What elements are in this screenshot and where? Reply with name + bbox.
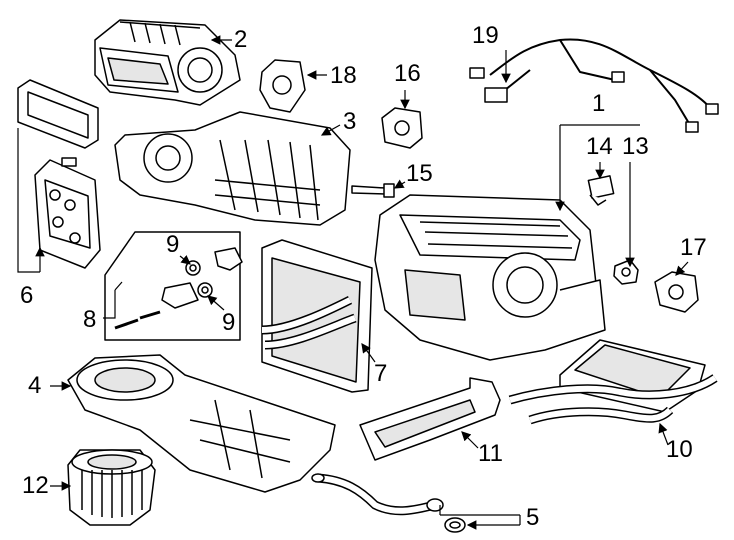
callout-19: 19 (472, 22, 499, 49)
callout-3: 3 (343, 108, 357, 135)
callout-5: 5 (526, 504, 540, 531)
leader-lines (17, 35, 689, 530)
callout-18: 18 (330, 62, 357, 89)
part-11-duct (359, 377, 501, 461)
callout-9-top: 9 (166, 231, 180, 258)
part-7-evaporator (261, 239, 373, 393)
part-19-connectors (469, 67, 719, 133)
part-5-seal (444, 517, 466, 533)
part-2-upper-case (94, 19, 241, 106)
part-12-blower-motor (67, 449, 156, 526)
part-19-wiring-harness (489, 38, 713, 126)
part-13-sensor (613, 259, 639, 285)
callout-13: 13 (622, 133, 649, 160)
part-4-lower-case (67, 354, 336, 493)
part-14-sensor (587, 175, 615, 206)
callout-15: 15 (406, 160, 433, 187)
part-5-drain-hose (311, 473, 444, 516)
callout-12: 12 (22, 472, 49, 499)
part-16-actuator (381, 107, 423, 149)
part-6-filter (34, 157, 101, 269)
callout-1: 1 (592, 90, 606, 117)
callout-2: 2 (234, 26, 248, 53)
part-15-sensor (351, 183, 395, 198)
part-10-heater-core (508, 339, 718, 425)
callout-4: 4 (28, 372, 42, 399)
part-8-9-kit (104, 231, 243, 341)
part-1-hvac-assembly (374, 194, 606, 361)
callout-7: 7 (374, 360, 388, 387)
part-3-distribution-case (114, 111, 351, 226)
callout-9-bottom: 9 (222, 309, 236, 336)
callout-6: 6 (20, 282, 34, 309)
callout-11: 11 (478, 440, 503, 467)
callout-8: 8 (83, 306, 97, 333)
part-6-filter-frame (17, 79, 99, 149)
callout-14: 14 (586, 133, 613, 160)
callout-10: 10 (666, 436, 693, 463)
part-18-actuator (259, 59, 306, 113)
callout-16: 16 (394, 60, 421, 87)
part-17-actuator (654, 271, 699, 313)
callout-17: 17 (680, 234, 707, 261)
